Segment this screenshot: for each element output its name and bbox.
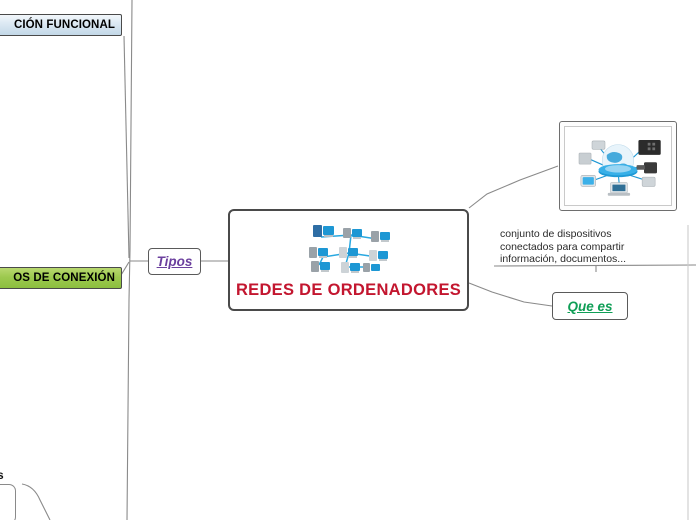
subtopic-que-es-label: Que es [567,298,613,314]
central-topic-node[interactable]: REDES DE ORDENADORES [228,209,469,311]
branch-to-clasificacion-funcional [123,35,130,259]
category-label-text: CIÓN FUNCIONAL [13,19,115,31]
category-label-text: OS DE CONEXIÓN [13,272,115,284]
globe-network-image-node[interactable] [559,121,677,211]
trunk-line [126,0,133,520]
category-label-medios-de-conexion[interactable]: OS DE CONEXIÓN [0,267,122,289]
network-diagram-svg [298,217,399,279]
subtopic-que-es[interactable]: Que es [552,292,628,320]
central-topic-title: REDES DE ORDENADORES [235,281,462,299]
branch-clipped-bottom-left [21,483,51,520]
branch-central-to-globe-image [468,165,559,209]
subtopic-tipos-label: Tipos [156,254,193,269]
computer-network-diagram-image [298,217,399,279]
clipped-bottom-left-node[interactable] [0,484,16,520]
globe-network-devices-image [566,127,670,205]
image-inner-frame [564,126,672,206]
clipped-bottom-left-label: s [0,468,4,482]
subtopic-tipos[interactable]: Tipos [148,248,201,275]
branch-central-to-que-es [468,282,553,307]
definicion-note: conjunto de dispositivos conectados para… [500,228,627,266]
category-label-clasificacion-funcional[interactable]: CIÓN FUNCIONAL [0,14,122,36]
